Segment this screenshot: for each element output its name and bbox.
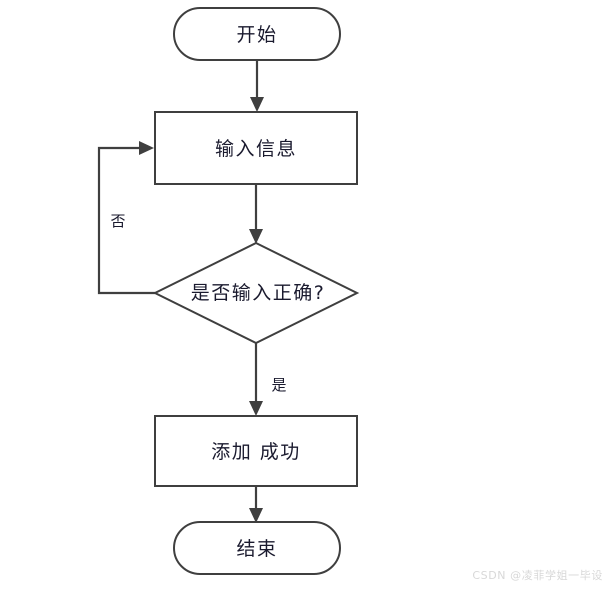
node-end[interactable]: 结束 bbox=[173, 521, 341, 575]
arrowhead-decision-success-icon bbox=[249, 401, 263, 416]
edge-input-to-decision bbox=[249, 184, 263, 244]
edge-label-yes: 是 bbox=[271, 376, 286, 394]
node-start-shape bbox=[173, 7, 341, 61]
edge-decision-to-input-no: 否 bbox=[97, 141, 155, 295]
edge-start-to-input bbox=[250, 60, 264, 112]
edge-line-decision-input-loop bbox=[97, 146, 155, 295]
node-input-info-label: 输入信息 bbox=[215, 138, 297, 160]
node-decision-shape bbox=[152, 241, 360, 345]
node-add-success-label: 添加 成功 bbox=[211, 441, 301, 463]
node-add-success[interactable]: 添加 成功 bbox=[154, 415, 358, 487]
node-input-info-shape bbox=[154, 111, 358, 185]
node-end-label: 结束 bbox=[236, 538, 277, 560]
arrowhead-loop-input-icon bbox=[139, 141, 154, 155]
arrowhead-start-input-icon bbox=[250, 97, 264, 112]
arrowhead-input-decision-icon bbox=[249, 229, 263, 244]
watermark: CSDN @凌菲学姐一毕设 bbox=[472, 569, 603, 582]
node-add-success-shape bbox=[154, 415, 358, 487]
node-start-label: 开始 bbox=[236, 24, 277, 46]
arrowhead-success-end-icon bbox=[249, 508, 263, 523]
edge-decision-to-success-yes: 是 bbox=[249, 343, 287, 416]
edge-label-no: 否 bbox=[110, 212, 125, 230]
edge-success-to-end bbox=[249, 486, 263, 523]
node-decision-input-correct[interactable]: 是否输入正确? bbox=[152, 241, 360, 345]
node-decision-label: 是否输入正确? bbox=[191, 282, 326, 304]
node-end-shape bbox=[173, 521, 341, 575]
node-start[interactable]: 开始 bbox=[173, 7, 341, 61]
node-input-info[interactable]: 输入信息 bbox=[154, 111, 358, 185]
